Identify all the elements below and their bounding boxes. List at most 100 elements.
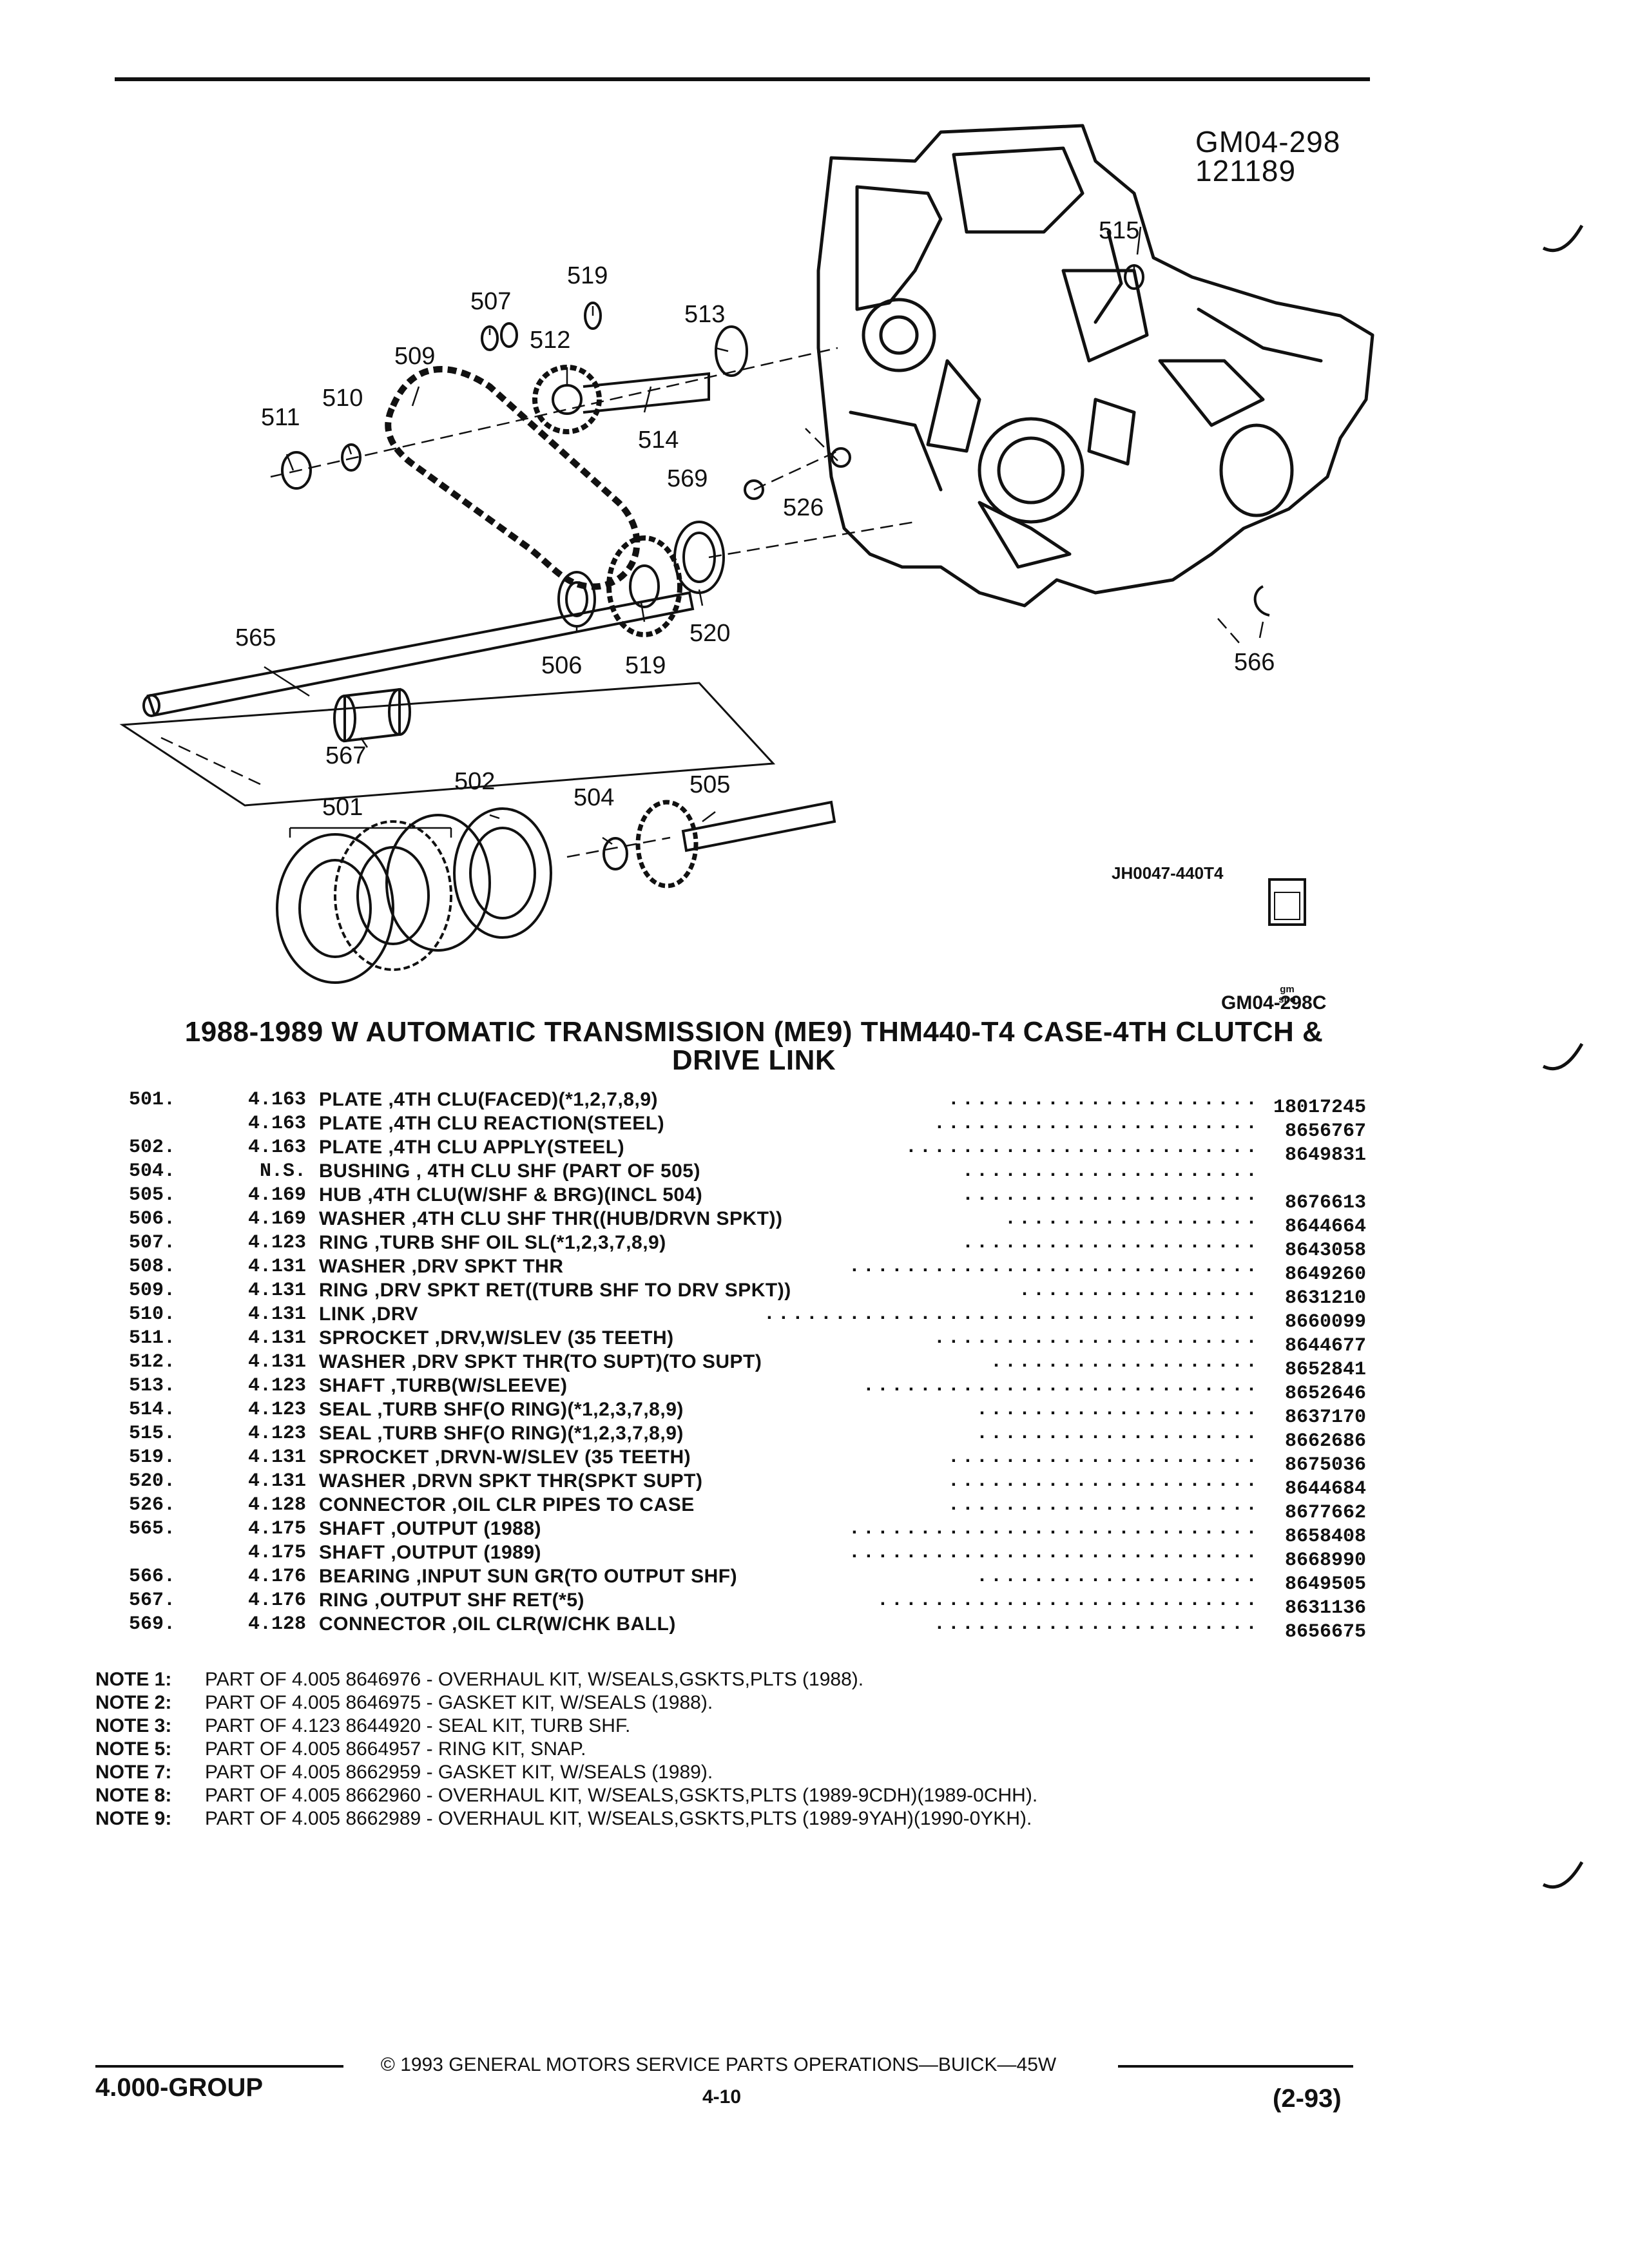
part-ref: 567.	[129, 1590, 176, 1611]
part-row: 4.175 SHAFT ,OUTPUT (1989)...............…	[129, 1542, 1366, 1571]
illustration-code: JH0047-440T4	[1112, 863, 1224, 883]
note-label: NOTE 5:	[95, 1738, 172, 1760]
note-row: NOTE 3:PART OF 4.123 8644920 - SEAL KIT,…	[95, 1715, 1416, 1738]
part-ref: 502.	[129, 1137, 176, 1158]
callout-566: 567	[325, 742, 366, 769]
part-description: WASHER ,4TH CLU SHF THR((HUB/DRVN SPKT))	[319, 1208, 783, 1229]
part-ref: 509.	[129, 1280, 176, 1302]
part-group: 4.123	[247, 1375, 306, 1397]
title-line-2: DRIVE LINK	[671, 1044, 836, 1076]
part-ref: 501.	[129, 1089, 176, 1111]
part-number: 8658408	[1284, 1526, 1366, 1548]
part-description: WASHER ,DRVN SPKT THR(SPKT SUPT)	[319, 1470, 703, 1492]
part-group: 4.131	[247, 1327, 306, 1349]
callout-567: 566	[1234, 649, 1275, 676]
part-description: SPROCKET ,DRV,W/SLEV (35 TEETH)	[319, 1327, 674, 1349]
part-description: SPROCKET ,DRVN-W/SLEV (35 TEETH)	[319, 1446, 691, 1468]
note-text: PART OF 4.005 8662989 - OVERHAUL KIT, W/…	[205, 1808, 1032, 1829]
footer-page-number: 4-10	[702, 2086, 742, 2108]
page-title: 1988-1989 W AUTOMATIC TRANSMISSION (ME9)…	[116, 1018, 1392, 1075]
part-number: 8677662	[1284, 1502, 1366, 1524]
transmission-case	[816, 124, 1374, 608]
callout-565: 565	[235, 624, 276, 651]
part-group: 4.128	[247, 1494, 306, 1516]
part-number: 8656767	[1284, 1120, 1366, 1142]
part-group: N.S.	[259, 1160, 306, 1182]
part-number: 8637170	[1284, 1407, 1366, 1428]
part-description: PLATE ,4TH CLU APPLY(STEEL)	[319, 1137, 625, 1158]
callout-511: 512	[530, 327, 570, 354]
part-group: 4.175	[247, 1518, 306, 1540]
part-number: 8631210	[1284, 1287, 1366, 1309]
part-group: 4.175	[247, 1542, 306, 1564]
part-description: CONNECTOR ,OIL CLR(W/CHK BALL)	[319, 1613, 676, 1635]
dot-leader: .................	[1018, 1280, 1260, 1302]
note-row: NOTE 9: PART OF 4.005 8662989 - OVERHAUL …	[95, 1808, 1416, 1831]
part-number: 18017245	[1273, 1097, 1366, 1119]
part-description: SEAL ,TURB SHF(O RING)(*1,2,3,7,8,9)	[319, 1423, 684, 1444]
callout-519-label: 519	[625, 652, 666, 679]
note-text: PART OF 4.005 8664957 - RING KIT, SNAP.	[205, 1738, 586, 1760]
callout-507: 507	[470, 288, 511, 315]
part-number: 8631136	[1284, 1597, 1366, 1619]
margin-mark-2	[1542, 1043, 1584, 1071]
part-group: 4.176	[247, 1566, 306, 1588]
callout-505: 505	[689, 771, 730, 798]
date-code: 121189	[1195, 154, 1296, 187]
part-row: 504.N.S.BUSHING , 4TH CLU SHF (PART OF 5…	[129, 1160, 1366, 1184]
dot-leader: .............................	[848, 1542, 1260, 1564]
part-description: RING ,OUTPUT SHF RET(*5)	[319, 1590, 585, 1611]
part-ref: 507.	[129, 1232, 176, 1254]
exploded-view-diagram: 511 510 509 507 512 519 513 514 569 526 …	[119, 124, 1374, 984]
note-row: NOTE 1:PART OF 4.005 8646976 - OVERHAUL …	[95, 1669, 1416, 1692]
part-number: 8660099	[1284, 1311, 1366, 1333]
part-ref: 504.	[129, 1160, 176, 1182]
part-number: 8675036	[1284, 1454, 1366, 1476]
drive-link-chain	[385, 366, 641, 590]
callout-508: 511	[261, 404, 300, 431]
part-group: 4.131	[247, 1446, 306, 1468]
part-description: RING ,DRV SPKT RET((TURB SHF TO DRV SPKT…	[319, 1280, 791, 1301]
dot-leader: .....................	[961, 1184, 1260, 1206]
dot-leader: ...................................	[763, 1303, 1260, 1325]
part-ref: 512.	[129, 1351, 176, 1373]
part-number: 8649831	[1284, 1144, 1366, 1166]
notes-list: NOTE 1:PART OF 4.005 8646976 - OVERHAUL …	[95, 1669, 1416, 1831]
dot-leader: ...........................	[876, 1590, 1260, 1611]
callout-504: 504	[574, 784, 614, 811]
footer-right-rule	[1118, 2065, 1353, 2068]
figure-code: GM04-298C	[1221, 992, 1327, 1014]
margin-mark-3	[1542, 1861, 1584, 1889]
callout-514: 519	[567, 262, 608, 289]
part-number: 8649505	[1284, 1573, 1366, 1595]
part-ref: 515.	[129, 1423, 176, 1445]
dot-leader: .......................	[933, 1113, 1260, 1135]
part-ref: 514.	[129, 1399, 176, 1421]
part-ref: 513.	[129, 1375, 176, 1397]
note-label: NOTE 2:	[95, 1692, 172, 1713]
note-row: NOTE 7:PART OF 4.005 8662959 - GASKET KI…	[95, 1762, 1416, 1785]
note-label: NOTE 1:	[95, 1669, 172, 1690]
note-label: NOTE 7:	[95, 1762, 172, 1783]
dot-leader: .......................	[933, 1327, 1260, 1349]
part-description: BEARING ,INPUT SUN GR(TO OUTPUT SHF)	[319, 1566, 738, 1587]
part-description: LINK ,DRV	[319, 1303, 418, 1325]
dot-leader: ..................	[1004, 1208, 1260, 1230]
dot-leader: .....................	[961, 1160, 1260, 1182]
part-description: PLATE ,4TH CLU REACTION(STEEL)	[319, 1113, 665, 1134]
dot-leader: ......................	[947, 1089, 1260, 1111]
part-description: SHAFT ,OUTPUT (1989)	[319, 1542, 542, 1563]
note-label: NOTE 9:	[95, 1808, 172, 1829]
part-group: 4.169	[247, 1208, 306, 1230]
part-description: WASHER ,DRV SPKT THR(TO SUPT)(TO SUPT)	[319, 1351, 762, 1372]
part-ref: 565.	[129, 1518, 176, 1540]
